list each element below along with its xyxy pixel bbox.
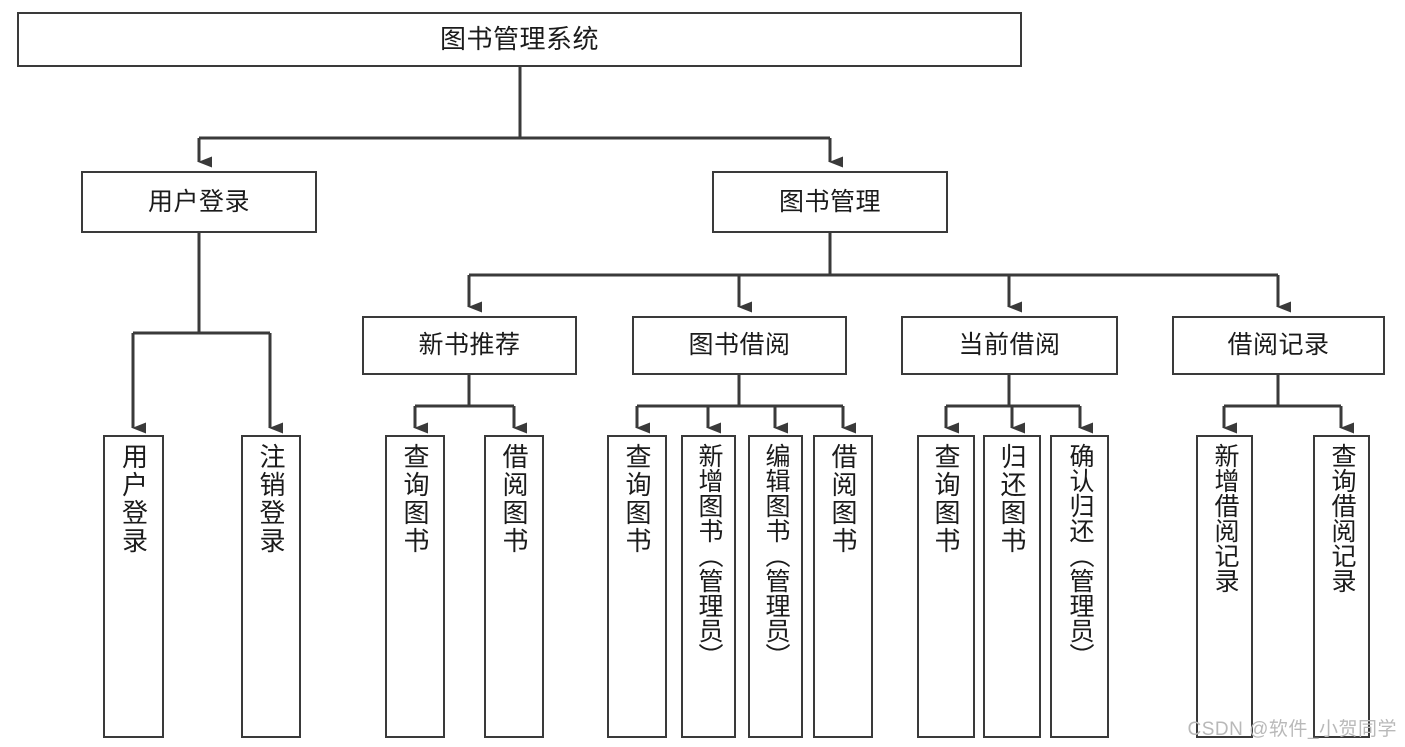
node-leaf-borrow-book-2[interactable]: 借阅图书 [813, 435, 873, 738]
node-leaf-logout-login[interactable]: 注销登录 [241, 435, 301, 738]
node-leaf-query-record[interactable]: 查询借阅记录 [1313, 435, 1370, 738]
node-label: 查询图书 [400, 443, 430, 555]
node-label: 图书借阅 [688, 331, 791, 360]
node-root-book-management-system[interactable]: 图书管理系统 [17, 12, 1022, 67]
node-leaf-confirm-return[interactable]: 确认归还（管理员） [1050, 435, 1109, 738]
node-leaf-add-book[interactable]: 新增图书（管理员） [681, 435, 736, 738]
node-label: 借阅记录 [1227, 331, 1330, 360]
node-leaf-add-record[interactable]: 新增借阅记录 [1196, 435, 1253, 738]
node-leaf-user-login[interactable]: 用户登录 [103, 435, 164, 738]
csdn-watermark: CSDN @软件_小贺同学 [1187, 719, 1397, 740]
node-leaf-edit-book[interactable]: 编辑图书（管理员） [748, 435, 803, 738]
node-book-borrow[interactable]: 图书借阅 [632, 316, 847, 375]
node-label: 确认归还（管理员） [1066, 443, 1094, 668]
node-label: 用户登录 [118, 443, 149, 555]
node-label: 查询图书 [622, 443, 652, 555]
node-leaf-query-book-1[interactable]: 查询图书 [385, 435, 445, 738]
node-current-borrow[interactable]: 当前借阅 [901, 316, 1118, 375]
node-label: 查询借阅记录 [1328, 443, 1356, 593]
node-label: 借阅图书 [499, 443, 529, 555]
node-label: 借阅图书 [828, 443, 858, 555]
node-label: 新书推荐 [418, 331, 521, 360]
node-label: 注销登录 [256, 443, 286, 555]
node-book-management[interactable]: 图书管理 [712, 171, 948, 233]
node-label: 用户登录 [147, 187, 250, 216]
node-label: 图书管理系统 [439, 23, 599, 54]
node-label: 编辑图书（管理员） [762, 443, 790, 668]
node-leaf-return-book[interactable]: 归还图书 [983, 435, 1041, 738]
node-leaf-query-book-2[interactable]: 查询图书 [607, 435, 667, 738]
node-label: 查询图书 [931, 443, 961, 555]
node-label: 当前借阅 [958, 331, 1061, 360]
node-borrow-record[interactable]: 借阅记录 [1172, 316, 1385, 375]
node-new-book-recommend[interactable]: 新书推荐 [362, 316, 577, 375]
node-label: 新增借阅记录 [1211, 443, 1239, 593]
node-user-login[interactable]: 用户登录 [81, 171, 317, 233]
node-label: 新增图书（管理员） [695, 443, 723, 668]
node-label: 图书管理 [778, 187, 881, 216]
node-label: 归还图书 [997, 443, 1027, 555]
node-leaf-query-book-3[interactable]: 查询图书 [917, 435, 975, 738]
node-leaf-borrow-book-1[interactable]: 借阅图书 [484, 435, 544, 738]
